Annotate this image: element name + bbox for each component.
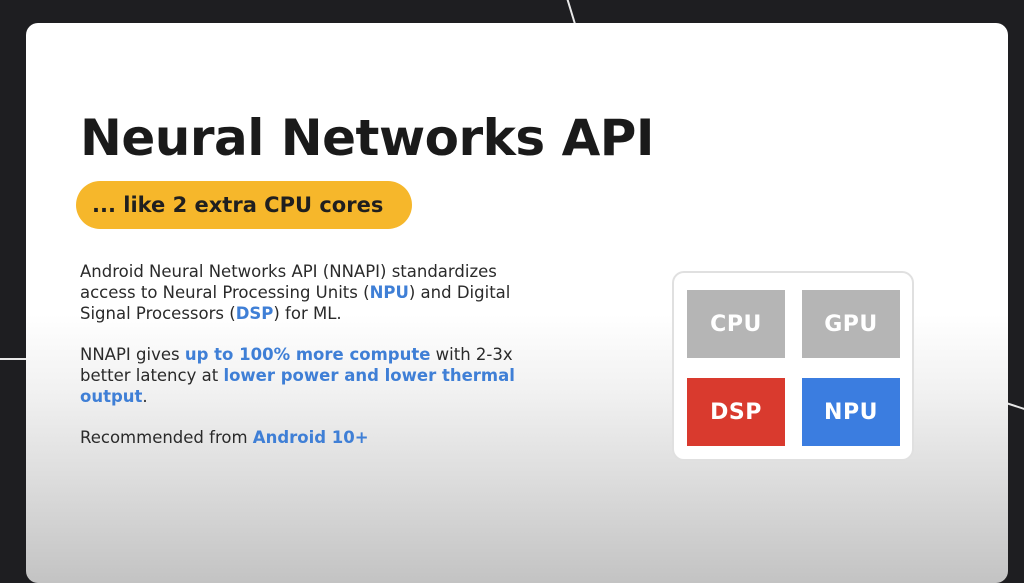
highlight-npu: NPU xyxy=(369,283,409,302)
chip-dsp: DSP xyxy=(687,378,785,446)
text-segment: NNAPI gives xyxy=(80,345,185,364)
slide-card: Neural Networks API ... like 2 extra CPU… xyxy=(26,23,1008,583)
highlight-power: lower power and lower thermal output xyxy=(80,366,515,406)
chip-label: CPU xyxy=(710,311,762,337)
body-text: Android Neural Networks API (NNAPI) stan… xyxy=(80,261,520,468)
paragraph-nnapi-description: Android Neural Networks API (NNAPI) stan… xyxy=(80,261,520,324)
slide-title: Neural Networks API xyxy=(80,109,655,167)
decorative-line-left xyxy=(0,358,27,360)
paragraph-recommendation: Recommended from Android 10+ xyxy=(80,427,520,448)
tagline-text: ... like 2 extra CPU cores xyxy=(92,193,384,217)
highlight-dsp: DSP xyxy=(235,304,274,323)
chip-cpu: CPU xyxy=(687,290,785,358)
paragraph-nnapi-benefits: NNAPI gives up to 100% more compute with… xyxy=(80,344,520,407)
text-segment: Android Neural Networks API (NNAPI) stan… xyxy=(80,262,497,302)
decorative-line-top xyxy=(566,0,576,25)
chip-gpu: GPU xyxy=(802,290,900,358)
text-segment: Recommended from xyxy=(80,428,253,447)
text-segment: ) and Digital Signal Processors ( xyxy=(80,283,511,323)
text-segment: with 2-3x better latency at xyxy=(80,345,513,385)
chip-npu: NPU xyxy=(802,378,900,446)
chip-label: DSP xyxy=(710,399,762,425)
text-segment: ) for ML. xyxy=(273,304,342,323)
highlight-android-version: Android 10+ xyxy=(252,428,369,447)
tagline-pill: ... like 2 extra CPU cores xyxy=(76,181,412,229)
chip-label: NPU xyxy=(824,399,878,425)
processor-diagram: CPU GPU DSP NPU xyxy=(672,271,914,461)
chip-label: GPU xyxy=(824,311,878,337)
highlight-compute: up to 100% more compute xyxy=(184,345,431,364)
text-segment: . xyxy=(142,387,148,406)
decorative-line-right xyxy=(1005,402,1024,411)
